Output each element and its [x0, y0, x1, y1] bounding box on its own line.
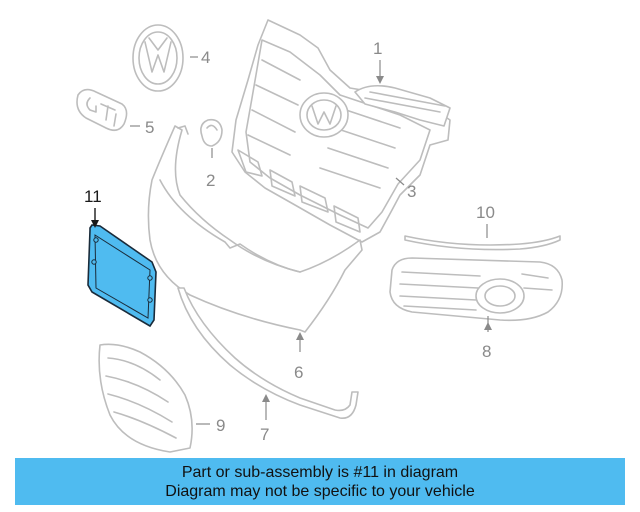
part-label-1[interactable]: 1 [373, 39, 382, 58]
part-label-7[interactable]: 7 [260, 425, 269, 444]
info-banner: Part or sub-assembly is #11 in diagram D… [15, 458, 625, 505]
part-label-3[interactable]: 3 [407, 182, 416, 201]
trim-strip-part[interactable] [404, 235, 561, 251]
part-label-6[interactable]: 6 [294, 363, 303, 382]
banner-line-disclaimer: Diagram may not be specific to your vehi… [165, 482, 475, 500]
lower-molding-part[interactable] [177, 287, 359, 420]
part-label-10[interactable]: 10 [476, 203, 495, 222]
bumper-cover-part[interactable] [147, 125, 363, 333]
parts-diagram: 1 2 3 4 5 6 7 8 9 10 11 [76, 19, 564, 453]
license-plate-bracket-part[interactable] [87, 224, 157, 328]
part-label-11[interactable]: 11 [84, 187, 102, 206]
part-label-9[interactable]: 9 [216, 416, 225, 435]
lower-grille-part[interactable] [98, 343, 193, 453]
part-label-4[interactable]: 4 [201, 48, 210, 67]
leader-lines [91, 56, 492, 425]
part-label-2[interactable]: 2 [206, 171, 215, 190]
part-label-5[interactable]: 5 [145, 118, 154, 137]
part-label-8[interactable]: 8 [482, 342, 491, 361]
fog-lamp-grille-part[interactable] [389, 257, 564, 322]
banner-line-part-number: Part or sub-assembly is #11 in diagram [181, 463, 459, 481]
emblem-part[interactable] [132, 24, 184, 92]
gti-badge-part[interactable] [76, 88, 128, 132]
grille-part[interactable] [299, 84, 451, 138]
clip-part[interactable] [200, 118, 223, 147]
